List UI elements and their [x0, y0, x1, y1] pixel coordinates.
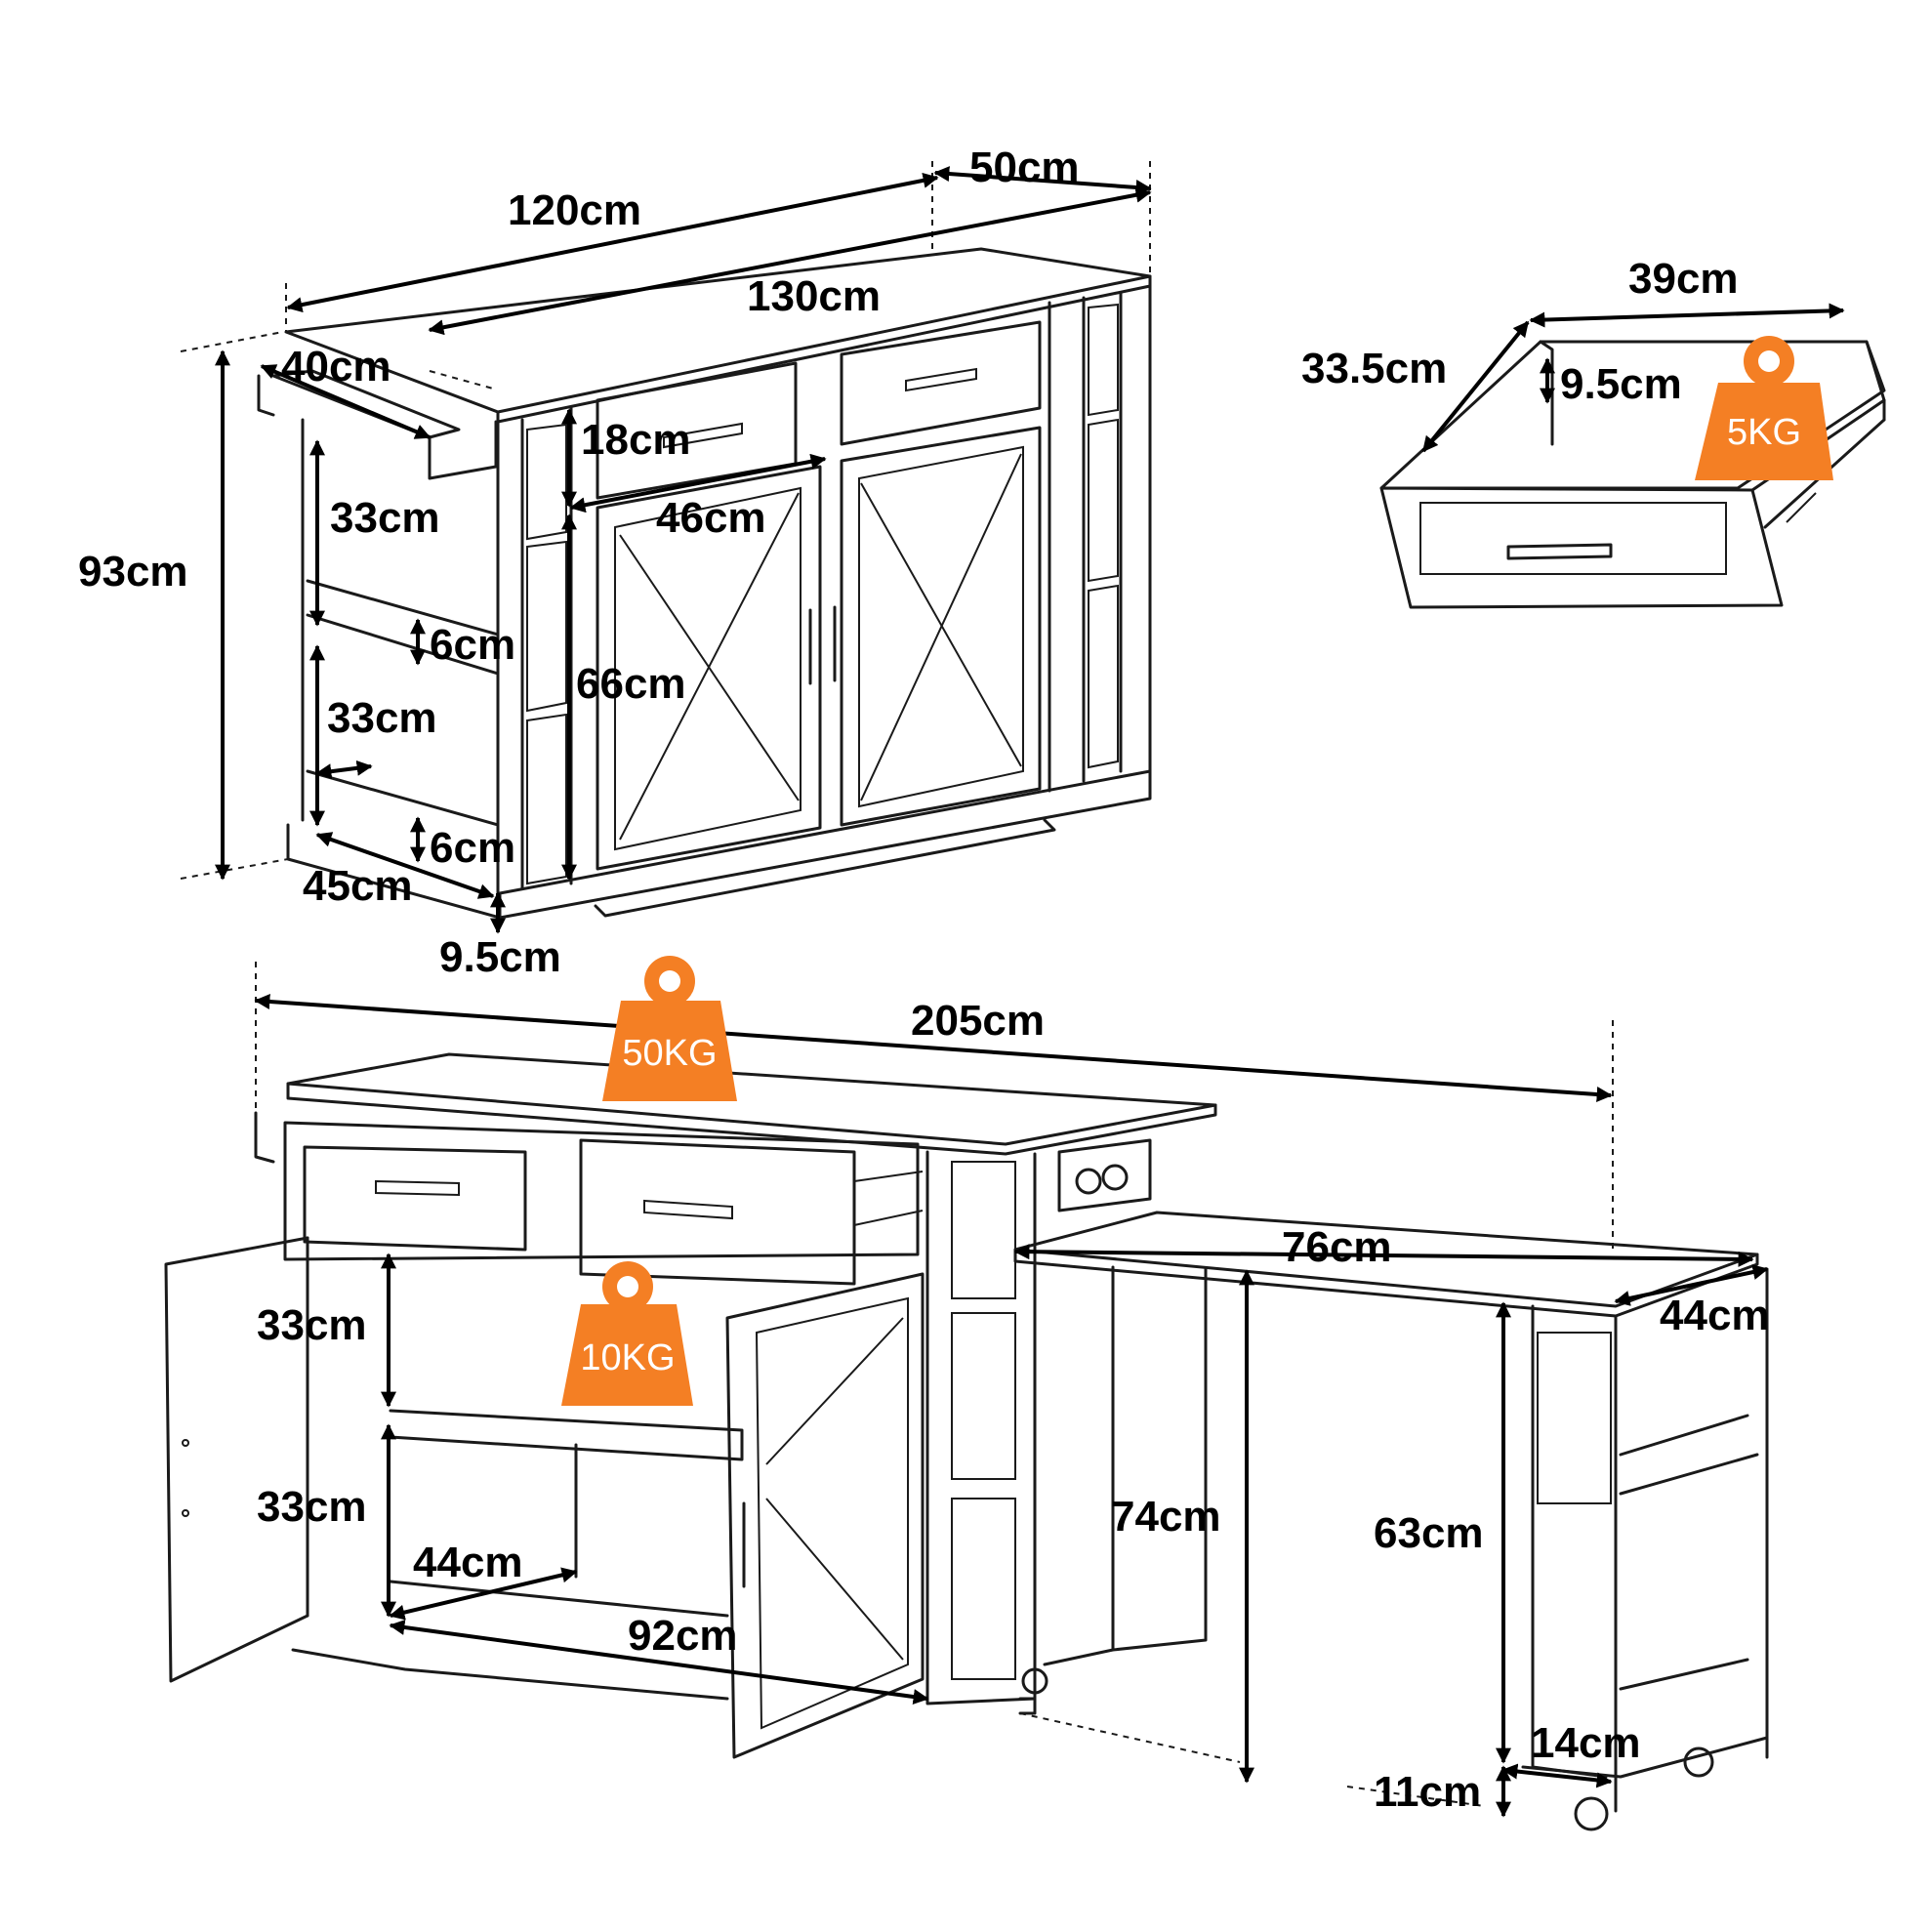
open-cabinet-illustration: [164, 962, 1769, 1831]
dim-label-inner-lower: 33cm: [257, 1483, 367, 1531]
dim-label-top-length: 120cm: [508, 186, 641, 234]
dim-label-drawer-height: 18cm: [581, 416, 691, 464]
dim-label-inner-depth: 44cm: [413, 1539, 523, 1586]
dim-label-end-height: 63cm: [1374, 1509, 1484, 1557]
dim-label-top-total: 130cm: [747, 272, 881, 320]
weight-label-top: 50KG: [622, 1033, 717, 1074]
dim-label-table-height: 74cm: [1111, 1493, 1221, 1541]
dim-label-base-height: 9.5cm: [439, 933, 561, 981]
dim-label-height: 93cm: [78, 548, 188, 596]
dim-label-end-depth: 14cm: [1531, 1719, 1641, 1767]
dimension-lines: [215, 166, 1845, 1818]
dim-label-towel-bar: 40cm: [281, 343, 391, 390]
dim-label-side-depth: 45cm: [303, 862, 413, 910]
dim-label-extended-length: 205cm: [911, 997, 1045, 1045]
weight-label-drawer: 5KG: [1727, 412, 1801, 453]
drawer-detail-illustration: [1379, 340, 1886, 609]
dim-label-shelf-gap-upper: 6cm: [430, 621, 515, 669]
dim-label-inner-width: 92cm: [628, 1612, 738, 1660]
dim-label-leaf-length: 76cm: [1282, 1223, 1392, 1271]
dim-label-top-depth: 50cm: [969, 144, 1080, 191]
dim-label-drawer-inner-height: 9.5cm: [1560, 360, 1682, 408]
dim-label-leaf-depth: 44cm: [1660, 1292, 1770, 1339]
dim-label-clearance: 11cm: [1374, 1768, 1481, 1816]
dim-label-drawer-depth: 33.5cm: [1301, 345, 1447, 392]
kettlebell-icon: [602, 1001, 737, 1101]
dim-label-door-height: 66cm: [576, 660, 686, 708]
kettlebell-icon: [561, 1304, 693, 1406]
dim-label-shelf-gap-lower: 6cm: [430, 824, 515, 872]
dim-label-inner-upper: 33cm: [257, 1301, 367, 1349]
dim-label-shelf-upper: 33cm: [330, 494, 440, 542]
dim-label-door-width: 46cm: [656, 494, 766, 542]
dim-label-shelf-lower: 33cm: [327, 694, 437, 742]
weight-badge-10kg: 10KG: [561, 1261, 693, 1406]
weight-label-shelf: 10KG: [580, 1337, 675, 1378]
dim-label-drawer-width: 39cm: [1628, 255, 1739, 303]
weight-badge-5kg: 5KG: [1695, 336, 1833, 480]
weight-badge-50kg: 50KG: [602, 956, 737, 1101]
dimension-labels: 120cm 50cm 130cm 40cm 93cm 33cm 6cm 33cm…: [78, 144, 1770, 1816]
kettlebell-icon: [1695, 383, 1833, 480]
